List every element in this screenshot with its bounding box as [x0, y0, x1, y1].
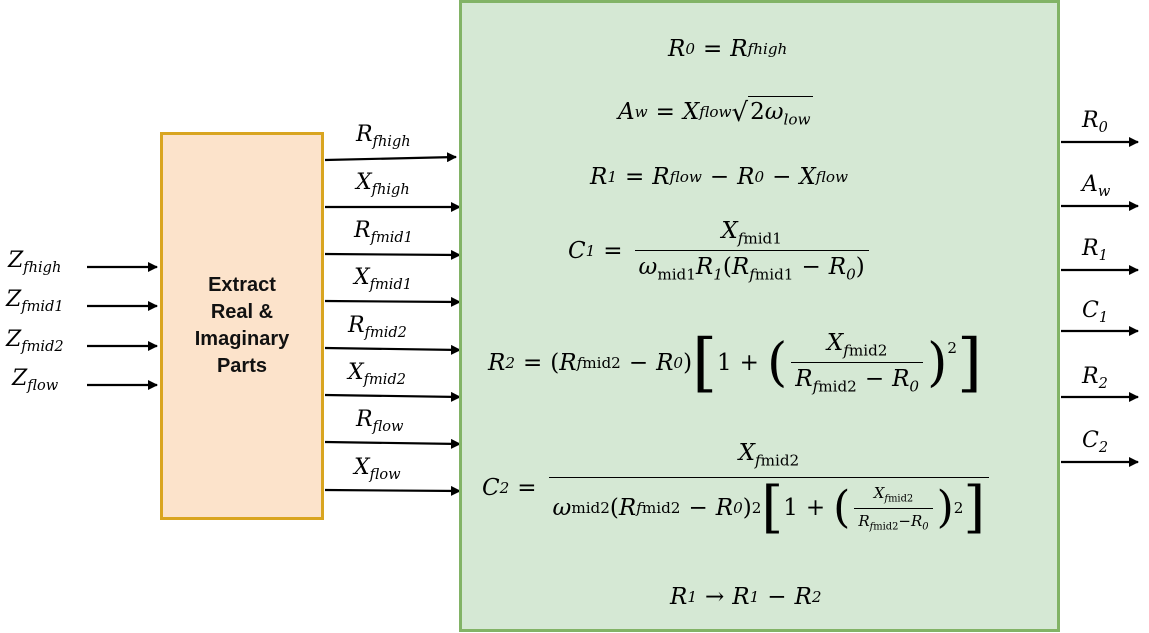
label-xfmid2: Xfmid2 — [348, 360, 406, 389]
output-arrows — [1061, 137, 1139, 467]
input-label-zfmid1: Zfmid1 — [6, 287, 64, 316]
input-arrows — [87, 262, 158, 390]
equation-block — [459, 0, 1060, 632]
label-rfmid2: Rfmid2 — [348, 313, 407, 342]
label-xfmid1: Xfmid1 — [354, 265, 412, 294]
output-label-r2: R2 — [1082, 364, 1108, 393]
arrow-rfhigh — [324, 152, 457, 163]
arrow-rfmid1 — [324, 249, 461, 260]
label-rfhigh: Rfhigh — [356, 122, 411, 151]
input-label-zfhigh: Zfhigh — [8, 248, 62, 277]
extract-label: Extract Real & Imaginary Parts — [194, 274, 290, 377]
arrow-xfmid2 — [324, 391, 461, 402]
output-label-c1: C1 — [1082, 298, 1109, 327]
intermediate-arrows — [324, 152, 461, 496]
arrow-xfmid1 — [324, 296, 461, 307]
output-label-c2: C2 — [1082, 428, 1109, 457]
output-label-r1: R1 — [1082, 236, 1108, 265]
input-label-zfmid2: Zfmid2 — [6, 327, 64, 356]
label-rflow: Rflow — [356, 407, 404, 436]
arrow-rflow — [324, 438, 461, 449]
output-label-aw: Aw — [1082, 172, 1111, 201]
arrow-rfmid2 — [324, 344, 461, 355]
arrow-xflow — [324, 485, 461, 496]
output-label-r0: R0 — [1082, 108, 1108, 137]
label-xfhigh: Xfhigh — [356, 170, 410, 199]
label-xflow: Xflow — [354, 455, 401, 484]
extract-block: Extract Real & Imaginary Parts — [160, 132, 324, 520]
input-label-zflow: Zflow — [12, 366, 59, 395]
label-rfmid1: Rfmid1 — [354, 218, 413, 247]
